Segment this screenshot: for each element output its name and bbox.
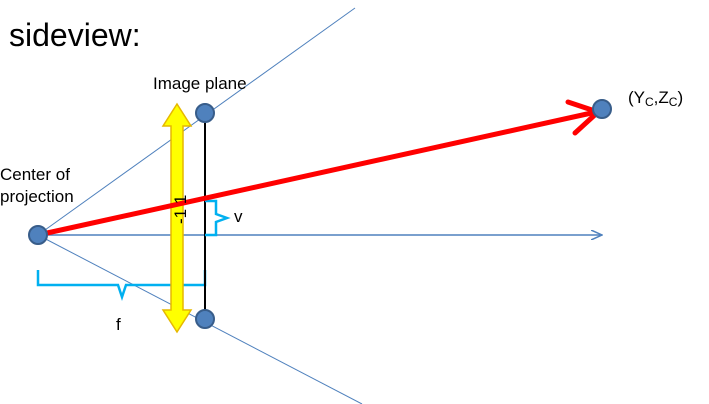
center-of-projection-point	[28, 225, 48, 245]
world-point-label: (YC,ZC)	[628, 88, 683, 109]
point-label-mid: ,Z	[653, 88, 669, 107]
point-label-sub-z: C	[668, 95, 678, 109]
frustum-upper-line	[37, 7, 356, 236]
center-of-projection-label: Center of projection	[0, 164, 74, 208]
lens-double-arrow	[161, 102, 193, 334]
f-label: f	[116, 315, 121, 334]
page-title: sideview:	[9, 17, 141, 53]
lens-range-label: -1 1	[171, 194, 190, 224]
image-plane-top-point	[195, 103, 215, 123]
point-label-sub-y: C	[645, 95, 654, 109]
projection-ray	[37, 109, 597, 238]
image-plane-bottom-point	[195, 309, 215, 329]
cop-label-line-1: Center of	[0, 165, 70, 184]
cop-label-line-2: projection	[0, 187, 74, 206]
v-label: v	[234, 207, 243, 226]
point-label-suffix: )	[677, 88, 684, 107]
v-brace	[205, 199, 231, 237]
world-point	[592, 99, 612, 119]
image-plane-label: Image plane	[153, 74, 247, 93]
point-label-prefix: (Y	[628, 88, 645, 107]
